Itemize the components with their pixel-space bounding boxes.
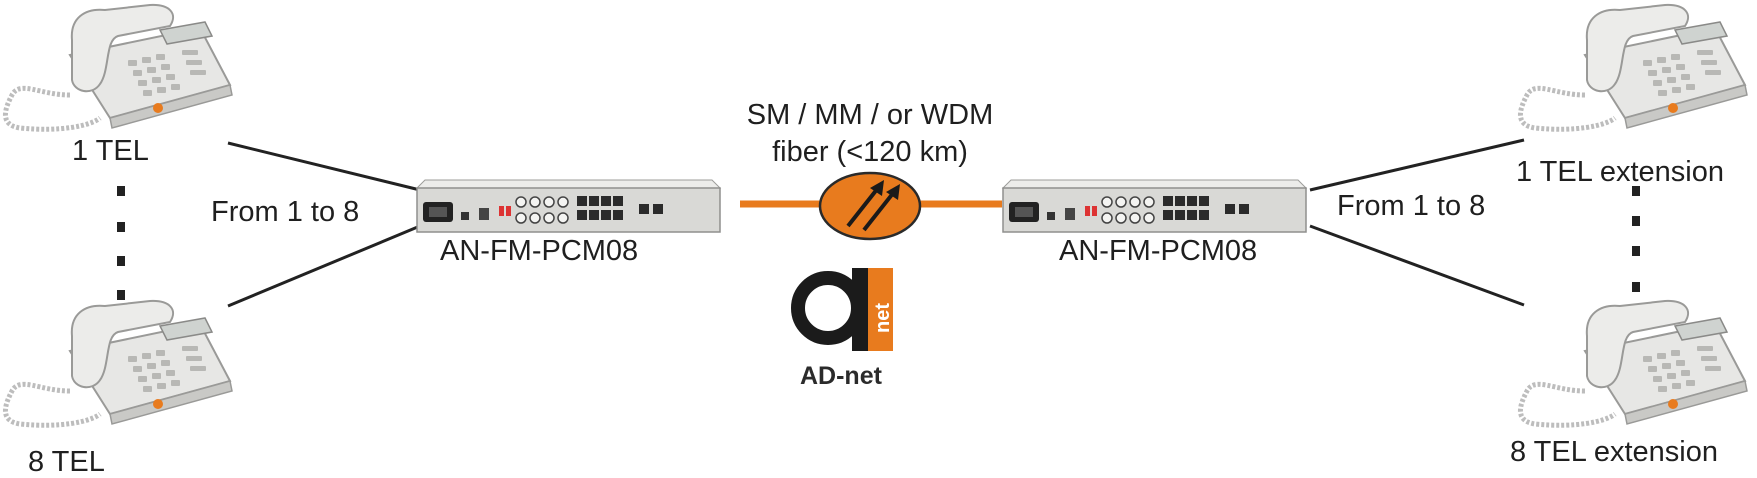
left-bottom-phone-label: 8 TEL: [28, 446, 105, 478]
fiber-link-icon: [818, 171, 922, 241]
right-top-phone-label: 1 TEL extension: [1516, 156, 1724, 188]
right-line-bottom: [1309, 224, 1525, 307]
fiber-label-line2: fiber (<120 km): [772, 136, 968, 168]
right-range-label: From 1 to 8: [1337, 190, 1486, 222]
device-left: [416, 179, 721, 233]
adnet-logo-icon: [791, 268, 893, 351]
left-line-top: [227, 141, 421, 192]
logo-brand-text: AD-net: [800, 362, 882, 390]
left-device-label: AN-FM-PCM08: [440, 235, 639, 267]
right-bottom-phone-label: 8 TEL extension: [1510, 436, 1718, 468]
right-device-label: AN-FM-PCM08: [1059, 235, 1258, 267]
left-line-bottom: [227, 224, 421, 308]
device-right: [1002, 179, 1307, 233]
right-line-top: [1309, 138, 1525, 192]
left-range-label: From 1 to 8: [211, 196, 360, 228]
left-top-phone-label: 1 TEL: [72, 135, 149, 167]
logo-mark-text: net: [872, 303, 894, 333]
fiber-label-line1: SM / MM / or WDM: [746, 99, 994, 131]
